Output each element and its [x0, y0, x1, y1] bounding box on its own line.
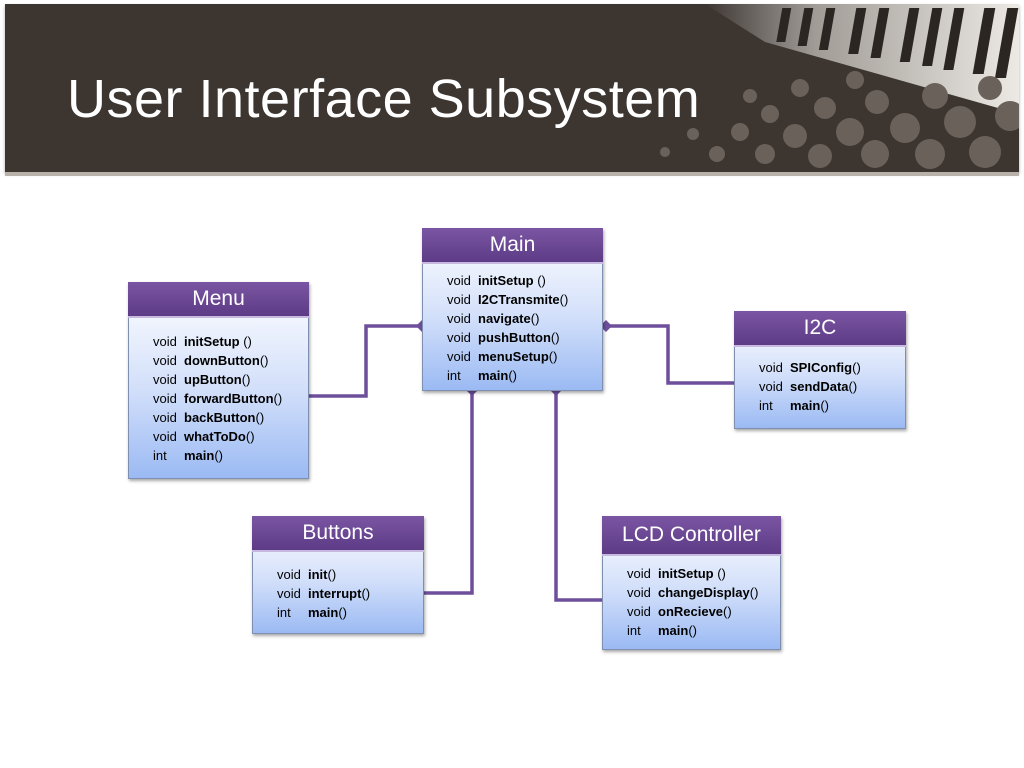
connector-main-lcd	[554, 390, 602, 602]
connector-main-i2c	[602, 324, 734, 385]
class-name: LCD Controller	[602, 516, 781, 556]
class-name: Menu	[128, 282, 309, 318]
slide-header: User Interface Subsystem	[5, 4, 1019, 172]
piano-keys-decoration	[660, 4, 1019, 169]
connector-main-buttons	[424, 390, 474, 595]
connector-menu-main	[308, 324, 422, 398]
header-divider	[5, 172, 1019, 176]
aggregation-diamond-i2c	[600, 320, 612, 332]
page-title: User Interface Subsystem	[67, 69, 701, 129]
class-name: I2C	[734, 311, 906, 347]
class-name: Buttons	[252, 516, 424, 552]
class-name: Main	[422, 228, 603, 264]
